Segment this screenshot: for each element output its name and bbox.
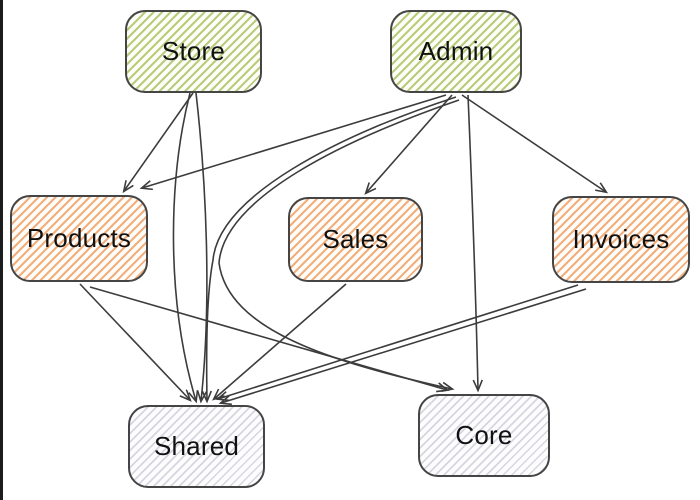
edge-store-shared-1 [172, 92, 196, 401]
edge-admin-sales-4 [366, 94, 453, 193]
edge-admin-shared-7 [207, 96, 457, 401]
node-core[interactable]: Core [418, 394, 550, 477]
edge-products-shared-9 [79, 283, 190, 400]
edge-sales-shared-11 [214, 283, 347, 399]
node-products[interactable]: Products [10, 195, 148, 282]
node-sales-label: Sales [322, 224, 389, 254]
node-core-label: Core [455, 420, 513, 450]
edge-products-core-10 [89, 286, 447, 390]
edge-admin-products-3 [142, 94, 447, 188]
node-store-label: Store [161, 36, 226, 66]
edge-store-shared-2 [195, 92, 208, 401]
node-invoices[interactable]: Invoices [552, 196, 690, 283]
node-shared[interactable]: Shared [128, 405, 265, 488]
node-admin-label: Admin [418, 36, 494, 66]
node-invoices-label: Invoices [572, 224, 670, 254]
edge-store-products-0 [124, 92, 194, 191]
edge-admin-invoices-5 [461, 94, 606, 192]
edge-invoices-shared-12 [218, 284, 579, 399]
edge-invoices-shared-13 [221, 288, 587, 403]
edge-admin-core-6 [467, 94, 478, 390]
node-products-label: Products [26, 223, 132, 253]
node-sales[interactable]: Sales [288, 197, 423, 282]
node-admin[interactable]: Admin [390, 10, 522, 93]
node-shared-label: Shared [153, 431, 240, 461]
node-store[interactable]: Store [125, 10, 262, 93]
screen-edge-artifact [0, 0, 3, 500]
